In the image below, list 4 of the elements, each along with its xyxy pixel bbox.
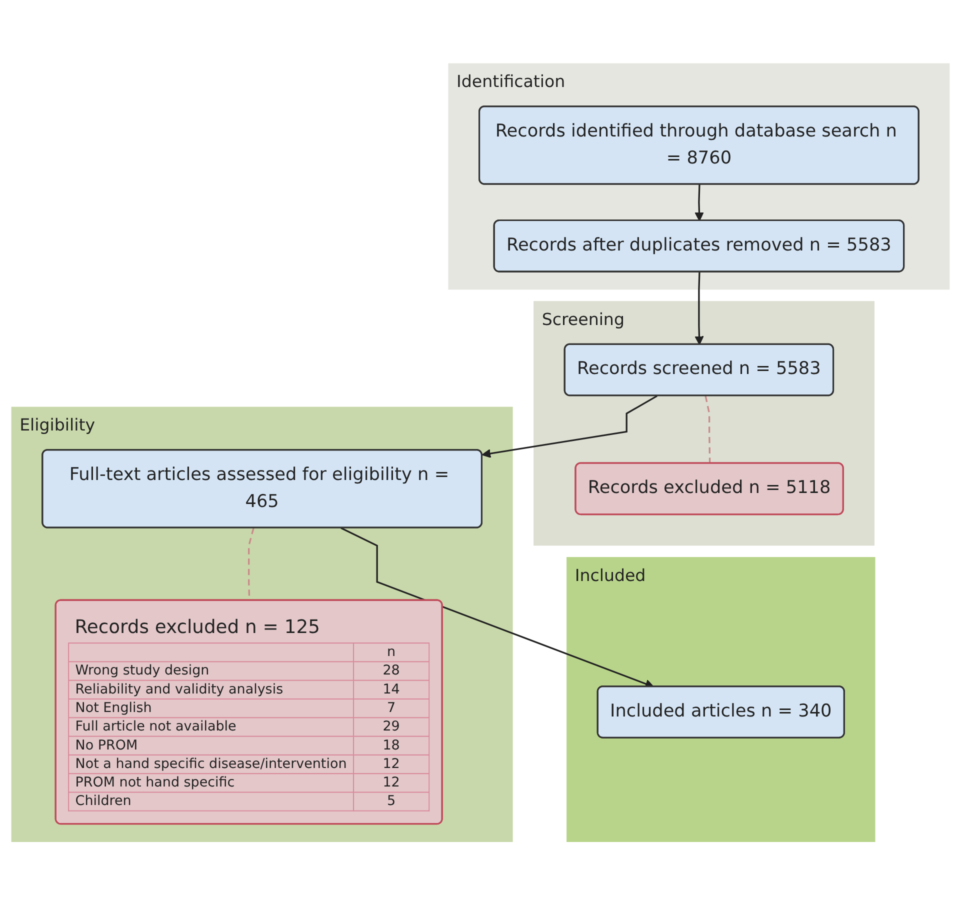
arrow: [694, 272, 704, 346]
arrow: [482, 396, 658, 458]
connector: [704, 396, 711, 464]
arrow: [694, 184, 704, 222]
